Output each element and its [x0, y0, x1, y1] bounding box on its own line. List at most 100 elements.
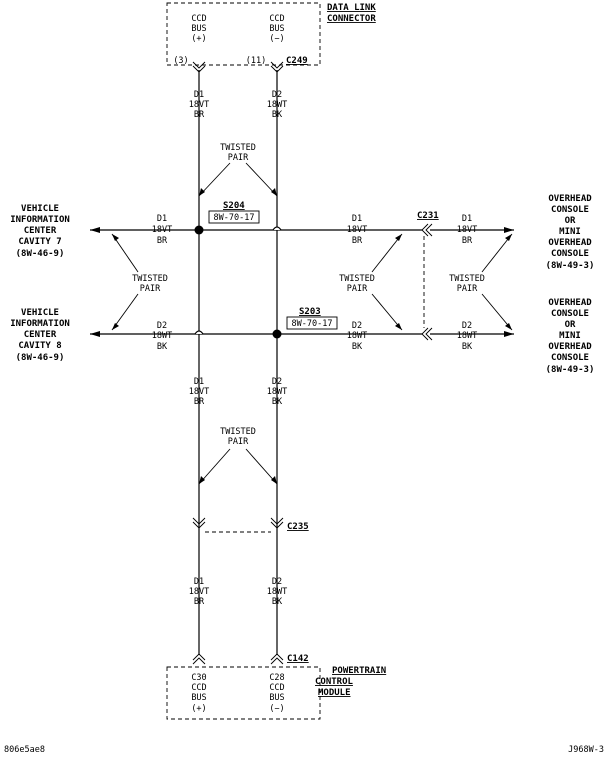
twisted-pair-top-arrow-left [198, 162, 231, 197]
twisted-pair-left-l1: TWISTED [132, 274, 168, 284]
dlc-pin1-l3: (+) [191, 34, 206, 44]
dlc-box [166, 2, 321, 66]
wire-d2-mid-circuit: D2 [352, 321, 362, 331]
path [371, 293, 403, 331]
left-top-l1: VEHICLE [21, 204, 59, 214]
dlc-name-line2: CONNECTOR [327, 14, 376, 24]
c235-d2-chevron [270, 517, 284, 529]
pcm-pin1-l4: (+) [191, 704, 206, 714]
right-bottom-l2: CONSOLE [551, 309, 589, 319]
left-label-top: VEHICLE INFORMATION CENTER CAVITY 7 (8W-… [10, 204, 70, 259]
wire-d2-mid-color: BK [352, 342, 363, 352]
path [111, 233, 139, 273]
path [272, 226, 282, 231]
dlc-pin2-l3: (−) [269, 34, 284, 44]
twisted-pair-mid-l1: TWISTED [339, 274, 375, 284]
connector-c249-label: C249 [286, 56, 308, 66]
connector-c231-label: C231 [417, 211, 439, 221]
pcm-pin2-l2: CCD [269, 683, 284, 693]
arrow-left-d2 [90, 331, 100, 337]
right-label-bottom: OVERHEAD CONSOLE OR MINI OVERHEAD CONSOL… [546, 298, 595, 375]
twisted-pair-right-l1: TWISTED [449, 274, 485, 284]
arrowhead [112, 234, 119, 241]
path [194, 330, 204, 335]
path [245, 448, 278, 485]
arrowhead [199, 476, 205, 484]
wire-d1-low-color: BR [194, 397, 205, 407]
wire-d2-top-circuit: D2 [272, 90, 282, 100]
c142-d2-chevron [270, 653, 284, 665]
twisted-pair-right-l2: PAIR [457, 284, 478, 294]
footer-image-id: 806e5ae8 [4, 745, 45, 755]
right-top-l6: CONSOLE [551, 249, 589, 259]
c231-d2-chevron [421, 327, 433, 341]
twisted-pair-bottom-l1: TWISTED [220, 427, 256, 437]
right-top-l2: CONSOLE [551, 205, 589, 215]
twisted-pair-left-l2: PAIR [140, 284, 161, 294]
splice-s204-ref: 8W-70-17 [214, 213, 255, 223]
wire-d2-left-circuit: D2 [157, 321, 167, 331]
wire-d2-low-color: BK [272, 397, 283, 407]
footer-figure-number: J968W-3 [568, 745, 604, 755]
arrow-right-d1 [504, 227, 514, 233]
wire-d2-low-gauge: 18WT [267, 387, 287, 397]
splice-s204-ref-box [208, 210, 260, 224]
connector-c142-label: C142 [287, 654, 309, 664]
right-label-top: OVERHEAD CONSOLE OR MINI OVERHEAD CONSOL… [546, 194, 595, 271]
pcm-name-line3: MODULE [318, 688, 351, 698]
path [481, 293, 513, 331]
pcm-pin2-l1: C28 [269, 673, 284, 683]
right-bottom-l7: (8W-49-3) [546, 365, 595, 375]
wire-d1-low-circuit: D1 [194, 377, 204, 387]
wire-d2-bottom-gauge: 18WT [267, 587, 287, 597]
wire-d2-right-circuit: D2 [462, 321, 472, 331]
wire-d1-right-gauge: 18VT [457, 225, 477, 235]
pcm-box [166, 666, 321, 720]
twisted-pair-mid-l2: PAIR [347, 284, 368, 294]
wire-d1-bottom-color: BR [194, 597, 205, 607]
path [481, 233, 513, 273]
splice-s203-ref-box [286, 316, 338, 330]
splice-s204-id: S204 [223, 201, 245, 211]
splice-s203-ref: 8W-70-17 [292, 319, 333, 329]
left-bottom-l5: (8W-46-9) [16, 353, 65, 363]
path [198, 448, 231, 485]
wire-d1-low-gauge: 18VT [189, 387, 209, 397]
arrowhead [505, 234, 512, 241]
twisted-pair-top-l2: PAIR [228, 153, 249, 163]
right-bottom-l3: OR [565, 320, 576, 330]
wire-d2-right-gauge: 18WT [457, 331, 477, 341]
pcm-pin2-l3: BUS [269, 693, 284, 703]
wire-d1-right-circuit: D1 [462, 214, 472, 224]
c142-d1-chevron [192, 653, 206, 665]
wire-d2-bottom-color: BK [272, 597, 283, 607]
wire-d2-top-color: BK [272, 110, 283, 120]
wire-d1-mid-gauge: 18VT [347, 225, 367, 235]
left-top-l2: INFORMATION [10, 215, 70, 225]
splice-s203-id: S203 [299, 307, 321, 317]
arrow-left-d1 [90, 227, 100, 233]
wire-d1-left-color: BR [157, 236, 168, 246]
dlc-pin1-l1: CCD [191, 14, 206, 24]
dlc-name-line1: DATA LINK [327, 3, 376, 13]
wire-d1-bottom-circuit: D1 [194, 577, 204, 587]
wire-d1-right-color: BR [462, 236, 473, 246]
right-top-l4: MINI [559, 227, 581, 237]
left-bottom-l1: VEHICLE [21, 308, 59, 318]
dlc-cavity-11: (11) [246, 56, 266, 66]
dlc-pin2-l1: CCD [269, 14, 284, 24]
arrowhead [271, 476, 277, 484]
left-top-l3: CENTER [24, 226, 57, 236]
splice-s203-dot [272, 329, 282, 339]
path [111, 293, 139, 331]
wire-d1-left-gauge: 18VT [152, 225, 172, 235]
wire-d1-left-circuit: D1 [157, 214, 167, 224]
splice-s204-dot [194, 225, 204, 235]
path [371, 233, 403, 273]
wire-d1-top-circuit: D1 [194, 90, 204, 100]
arrow-right-d2 [504, 331, 514, 337]
left-top-l5: (8W-46-9) [16, 249, 65, 259]
arrowhead [112, 323, 119, 330]
wire-d2-left-color: BK [157, 342, 168, 352]
